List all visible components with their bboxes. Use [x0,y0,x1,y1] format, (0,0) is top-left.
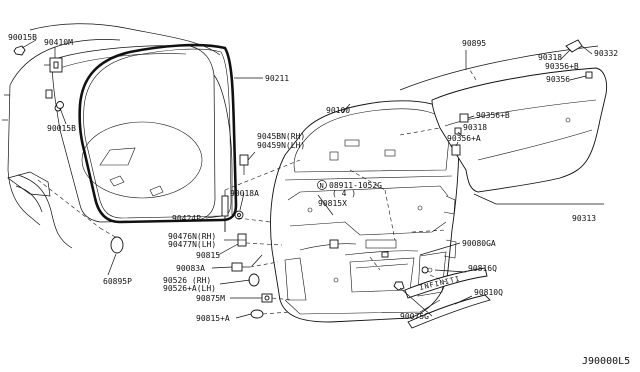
gas-stay-90424p[interactable] [221,190,229,232]
cap-90075g[interactable] [393,266,429,291]
callout-90476n[interactable]: 90476N(RH) [168,232,216,241]
callout-90075g[interactable]: 90075G [400,312,429,321]
leader-lines [21,39,604,319]
callout-90526[interactable]: 90526 (RH) [163,276,211,285]
clip-90356b[interactable] [459,113,469,123]
callout-90356b-a[interactable]: 90356+B [545,62,579,71]
callout-90015b-top[interactable]: 90015B [8,33,37,42]
trim-90080ga[interactable] [344,250,419,258]
weatherstrip-90211[interactable] [78,43,238,224]
assembly-lines [37,69,477,315]
callout-90211[interactable]: 90211 [265,74,289,83]
callout-90815a[interactable]: 90815+A [196,314,230,323]
bumper-90526[interactable] [248,254,263,287]
seal-90815a[interactable] [250,309,264,319]
callout-90356a[interactable]: 90356+A [447,134,481,143]
clip-90018a[interactable] [234,210,244,220]
callout-90100[interactable]: 90100 [326,106,350,115]
callout-90875m[interactable]: 90875M [196,294,225,303]
callout-90318-b[interactable]: 90318 [463,123,487,132]
callout-90083a[interactable]: 90083A [176,264,205,273]
latch-90476n[interactable] [237,233,247,247]
callout-90459n[interactable]: 90459N(LH) [257,141,305,150]
callout-90332[interactable]: 90332 [594,49,618,58]
svg-text:N: N [320,182,324,190]
switch-90875m[interactable] [261,293,273,303]
part-90815x[interactable] [329,239,339,249]
callout-90356b-b[interactable]: 90356+B [476,111,510,120]
callout-90477n[interactable]: 90477N(LH) [168,240,216,249]
back-door-panel-90100[interactable] [270,100,460,323]
callout-90356[interactable]: 90356 [546,75,570,84]
callout-9045bn[interactable]: 9045BN(RH) [257,132,305,141]
hinge-90410m[interactable] [44,57,63,73]
callout-90810q[interactable]: 90810Q [474,288,503,297]
clip-90318[interactable] [454,127,462,135]
callout-08911-1052g[interactable]: 08911-1052G [329,181,382,190]
callout-90313[interactable]: 90313 [572,214,596,223]
finisher-90810q[interactable] [407,294,491,329]
callout-90015b-mid[interactable]: 90015B [47,124,76,133]
bolt-90015b-mid[interactable] [56,101,64,109]
callout-90526a[interactable]: 90526+A(LH) [163,284,216,293]
callout-08911-qty: ( 4 ) [332,189,356,198]
callout-60895p[interactable]: 60895P [103,277,132,286]
callout-90815[interactable]: 90815 [196,251,220,260]
plug-60895p[interactable] [110,236,124,254]
callout-90410m[interactable]: 90410M [44,38,73,47]
callout-90018a[interactable]: 90018A [230,189,259,198]
nut-symbol: N [317,180,327,190]
callout-90318-a[interactable]: 90318 [538,53,562,62]
bracket-9045bn[interactable] [239,154,249,175]
back-window-90313[interactable] [431,67,607,193]
callout-90816q[interactable]: 90816Q [468,264,497,273]
callout-90815x[interactable]: 90815X [318,199,347,208]
diagram-code: J90000L5 [582,356,630,367]
callout-90080ga[interactable]: 90080GA [462,239,496,248]
callout-90895[interactable]: 90895 [462,39,486,48]
clip-90356a[interactable] [451,144,461,156]
bolt-90083a[interactable] [231,262,250,272]
callout-90424p[interactable]: 90424P [172,214,201,223]
